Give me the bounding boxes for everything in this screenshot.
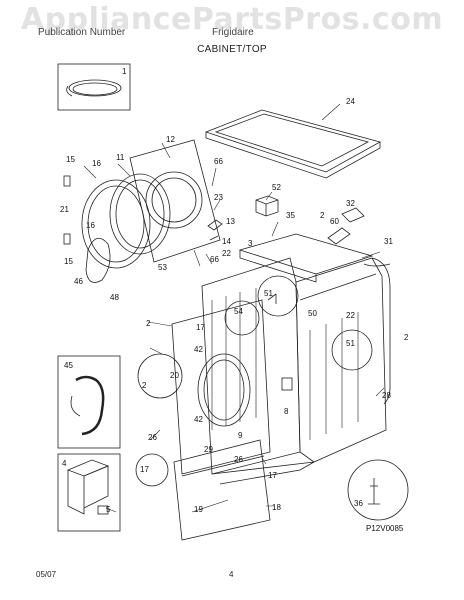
front-panel bbox=[129, 139, 221, 263]
callout-label: 21 bbox=[60, 205, 69, 214]
page-title: CABINET/TOP bbox=[197, 44, 267, 55]
callout-label: 45 bbox=[64, 361, 73, 370]
callout-labels: 1 24 12 66 16 11 15 52 23 32 21 13 35 2 … bbox=[60, 67, 409, 514]
footer-page-number: 4 bbox=[229, 570, 234, 579]
callout-label: 2 bbox=[142, 381, 147, 390]
kick-panel bbox=[173, 439, 271, 541]
callout-label: 32 bbox=[346, 199, 355, 208]
callout-label: 42 bbox=[194, 415, 203, 424]
callout-label: 28 bbox=[382, 391, 391, 400]
callout-label: 11 bbox=[116, 153, 125, 162]
callout-label: 23 bbox=[214, 193, 223, 202]
callout-label: 17 bbox=[268, 471, 277, 480]
callout-label: 9 bbox=[238, 431, 243, 440]
callout-label: 16 bbox=[92, 159, 101, 168]
callout-label: 2 bbox=[320, 211, 325, 220]
callout-label: 18 bbox=[272, 503, 281, 512]
callout-label: 24 bbox=[346, 97, 355, 106]
cabinet-side bbox=[295, 257, 387, 463]
callout-label: 22 bbox=[222, 249, 231, 258]
callout-label: 8 bbox=[284, 407, 289, 416]
callout-label: 29 bbox=[204, 445, 213, 454]
header-brand: Frigidaire bbox=[212, 27, 254, 38]
inset-box-hose bbox=[57, 63, 131, 111]
callout-label: 16 bbox=[86, 221, 95, 230]
front-frame bbox=[171, 299, 271, 475]
callout-label: 35 bbox=[286, 211, 295, 220]
callout-label: 53 bbox=[158, 263, 167, 272]
callout-label: 60 bbox=[330, 217, 339, 226]
callout-label: 52 bbox=[272, 183, 281, 192]
footer-date: 05/07 bbox=[36, 570, 57, 579]
callout-label: 50 bbox=[308, 309, 317, 318]
inset-box-drain-hose bbox=[57, 355, 121, 449]
callout-label: 22 bbox=[346, 311, 355, 320]
callout-label: 51 bbox=[346, 339, 355, 348]
callout-label: 14 bbox=[222, 237, 231, 246]
callout-label: 2 bbox=[404, 333, 409, 342]
callout-label: 5 bbox=[106, 505, 111, 514]
callout-label: 42 bbox=[194, 345, 203, 354]
callout-label: 31 bbox=[384, 237, 393, 246]
callout-label: 51 bbox=[264, 289, 273, 298]
diagram-code: P12V0085 bbox=[366, 524, 404, 533]
callout-label: 66 bbox=[214, 157, 223, 166]
callout-label: 19 bbox=[194, 505, 203, 514]
callout-label: 17 bbox=[140, 465, 149, 474]
callout-label: 15 bbox=[66, 155, 75, 164]
callout-label: 66 bbox=[210, 255, 219, 264]
header-publication: Publication Number bbox=[38, 27, 126, 38]
callout-label: 20 bbox=[170, 371, 179, 380]
watermark: AppliancePartsPros.com bbox=[20, 2, 444, 37]
callout-label: 54 bbox=[234, 307, 243, 316]
callout-label: 4 bbox=[62, 459, 67, 468]
callout-label: 3 bbox=[248, 239, 253, 248]
inset-box-dispenser bbox=[57, 453, 121, 532]
callout-label: 15 bbox=[64, 257, 73, 266]
callout-label: 36 bbox=[354, 499, 363, 508]
callout-label: 12 bbox=[166, 135, 175, 144]
callout-label: 2 bbox=[146, 319, 151, 328]
callout-label: 1 bbox=[122, 67, 127, 76]
callout-label: 17 bbox=[196, 323, 205, 332]
callout-label: 26 bbox=[234, 455, 243, 464]
callout-label: 48 bbox=[110, 293, 119, 302]
callout-label: 26 bbox=[148, 433, 157, 442]
callout-label: 46 bbox=[74, 277, 83, 286]
callout-label: 13 bbox=[226, 217, 235, 226]
